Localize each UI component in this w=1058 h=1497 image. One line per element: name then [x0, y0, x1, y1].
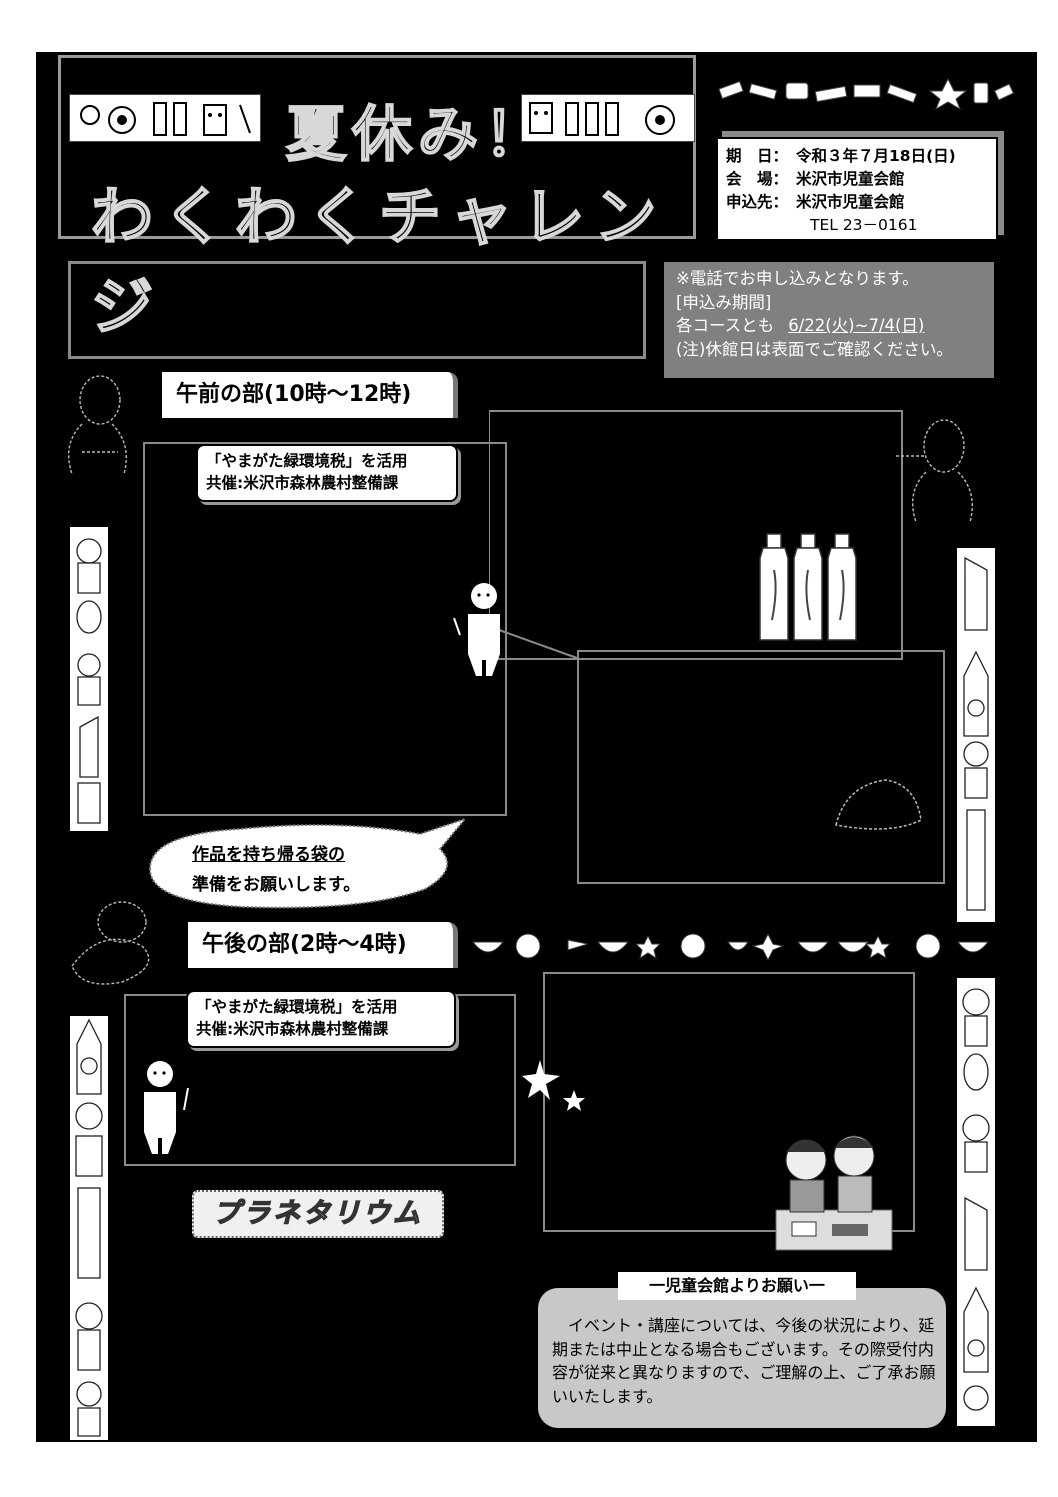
morning-sponsor-label: 「やまがた緑環境税」を活用 共催:米沢市森林農村整備課: [196, 444, 458, 502]
notice-line-1: ※電話でお申し込みとなります。: [676, 269, 919, 288]
afternoon-sponsor-label: 「やまがた緑環境税」を活用 共催:米沢市森林農村整備課: [186, 990, 456, 1048]
application-notice: ※電話でお申し込みとなります。 [申込み期間] 各コースとも 6/22(火)~7/…: [664, 262, 994, 378]
info-apply-label: 申込先：: [726, 193, 789, 211]
speech-bubble: [148, 816, 469, 909]
request-title: 一児童会館よりお願い一: [618, 1272, 856, 1300]
afternoon-sponsor-line-2: 共催:米沢市森林農村整備課: [196, 1020, 389, 1038]
notice-application-period: 6/22(火)~7/4(日): [788, 316, 925, 335]
kids-crafting-illustration: [775, 1135, 893, 1251]
morning-sponsor-line-1: 「やまがた緑環境税」を活用: [206, 452, 408, 470]
characters-strip-left-bottom: [70, 1016, 108, 1440]
hedgehog-sketch: [835, 779, 922, 830]
bubble-line-1: 作品を持ち帰る袋の: [192, 845, 345, 865]
morning-sponsor-line-2: 共催:米沢市森林農村整備課: [206, 474, 399, 492]
character-sketch-top-left: [68, 375, 127, 475]
character-sketch-mid-left: [71, 901, 150, 985]
characters-strip-right-bottom: [957, 978, 995, 1426]
title-banner: 夏休み！ わくわくチャレンジ: [58, 55, 696, 344]
bubble-text: 作品を持ち帰る袋の 準備をお願いします。: [192, 840, 360, 900]
event-info-box: 期 日： 令和３年７月18日(日) 会 場： 米沢市児童会館 申込先： 米沢市児童会館…: [716, 137, 998, 241]
characters-strip-right-top: [957, 548, 995, 922]
title-line-1: 夏休み！: [285, 99, 550, 171]
worker-figure: [144, 1061, 189, 1154]
planetarium-title: プラネタリウム: [192, 1190, 444, 1238]
info-venue-value: 米沢市児童会館: [796, 170, 905, 188]
afternoon-sponsor-line-1: 「やまがた緑環境税」を活用: [196, 998, 398, 1016]
bubble-line-2: 準備をお願いします。: [192, 875, 361, 895]
stationery-illustration-right: [521, 94, 695, 142]
morning-section-tab: 午前の部(10時～12時): [162, 372, 458, 418]
notice-line-3-prefix: 各コースとも: [676, 316, 775, 335]
morning-frame-right-bottom: [577, 650, 945, 884]
notice-line-4: (注)休館日は表面でご確認ください。: [676, 339, 953, 359]
worker-figure: [453, 583, 500, 676]
fruit-garland-decoration: [471, 932, 990, 962]
info-tel: TEL 23－0161: [810, 216, 918, 234]
afternoon-section-tab: 午後の部(2時～4時): [188, 922, 458, 968]
info-venue-label: 会 場：: [726, 170, 789, 188]
info-date-value: 令和３年７月18日(日): [796, 147, 956, 165]
morning-frame-right-top: [489, 410, 903, 660]
stationery-decoration: [718, 77, 1015, 111]
character-sketch-right: [896, 419, 973, 523]
empty-notice-frame: [68, 261, 646, 359]
info-venue-row: 会 場： 米沢市児童会館: [726, 168, 996, 191]
herbarium-bottles-illustration: [759, 533, 857, 641]
title-line-2: わくわくチャレンジ: [90, 179, 667, 344]
request-body: イベント・講座については、今後の状況により、延期または中止となる場合もございます…: [552, 1316, 936, 1406]
star-icons: [522, 1060, 585, 1111]
connector-line: [498, 629, 578, 659]
request-notice: イベント・講座については、今後の状況により、延期または中止となる場合もございます…: [538, 1288, 946, 1428]
info-date-row: 期 日： 令和３年７月18日(日): [726, 145, 996, 168]
info-apply-value: 米沢市児童会館: [796, 193, 905, 211]
characters-strip-left-top: [70, 527, 108, 831]
notice-line-2: [申込み期間]: [676, 292, 772, 312]
morning-frame-left: [143, 442, 507, 816]
notice-line-3: 各コースとも 6/22(火)~7/4(日): [676, 314, 994, 338]
stationery-illustration-left: [69, 94, 261, 142]
afternoon-frame-right: [543, 972, 915, 1232]
info-date-label: 期 日：: [726, 147, 789, 165]
info-apply-row: 申込先： 米沢市児童会館: [726, 191, 996, 214]
